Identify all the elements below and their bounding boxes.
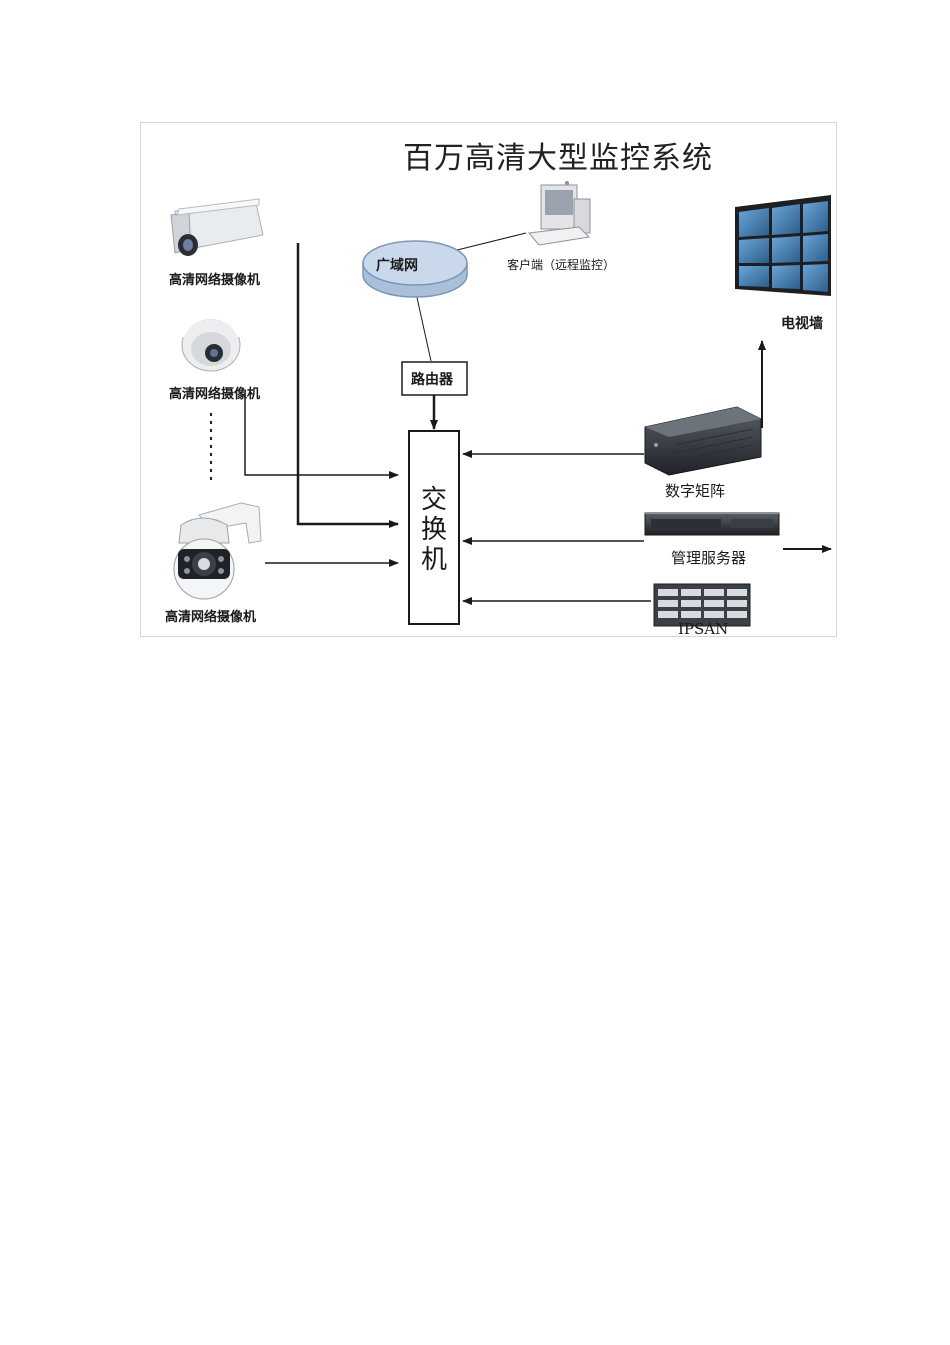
- router-label: 路由器: [411, 372, 453, 388]
- diagram-title: 百万高清大型监控系统: [403, 141, 713, 176]
- storage-array-icon: [653, 583, 751, 627]
- switch-box: [408, 430, 460, 625]
- dome-camera-label: 高清网络摄像机: [169, 387, 261, 402]
- ipsan-label: IPSAN: [678, 620, 729, 637]
- line-wan-to-router: [415, 292, 432, 362]
- line-bullet-camera-to-switch: [296, 243, 399, 528]
- wan-label: 广域网: [376, 258, 418, 274]
- client-label: 客户端（远程监控）: [507, 258, 616, 272]
- digital-matrix-label: 数字矩阵: [665, 482, 726, 500]
- bullet-camera-label: 高清网络摄像机: [169, 273, 261, 288]
- video-wall-icon: [735, 195, 831, 296]
- connections: [210, 232, 832, 605]
- network-cylinder-icon: [362, 240, 468, 298]
- desktop-computer-icon: [528, 181, 591, 246]
- video-wall-label: 电视墙: [781, 316, 823, 332]
- ptz-camera-label: 高清网络摄像机: [165, 610, 257, 625]
- router-box: [401, 361, 468, 396]
- rack-server-icon: [644, 406, 762, 476]
- bullet-camera-icon: [170, 198, 264, 256]
- server-unit: [644, 512, 780, 536]
- switch-label: 交换机: [420, 485, 447, 575]
- ptz-camera-icon: [173, 502, 262, 600]
- mgmt-server-label: 管理服务器: [671, 549, 747, 567]
- line-dome-camera-to-switch: [244, 393, 399, 479]
- dome-camera-icon: [181, 316, 241, 372]
- surveillance-system-diagram: 百万高清大型监控系统 高清网络摄像机 高清网络摄像机 高清网络摄像机 广域网 客…: [140, 122, 837, 637]
